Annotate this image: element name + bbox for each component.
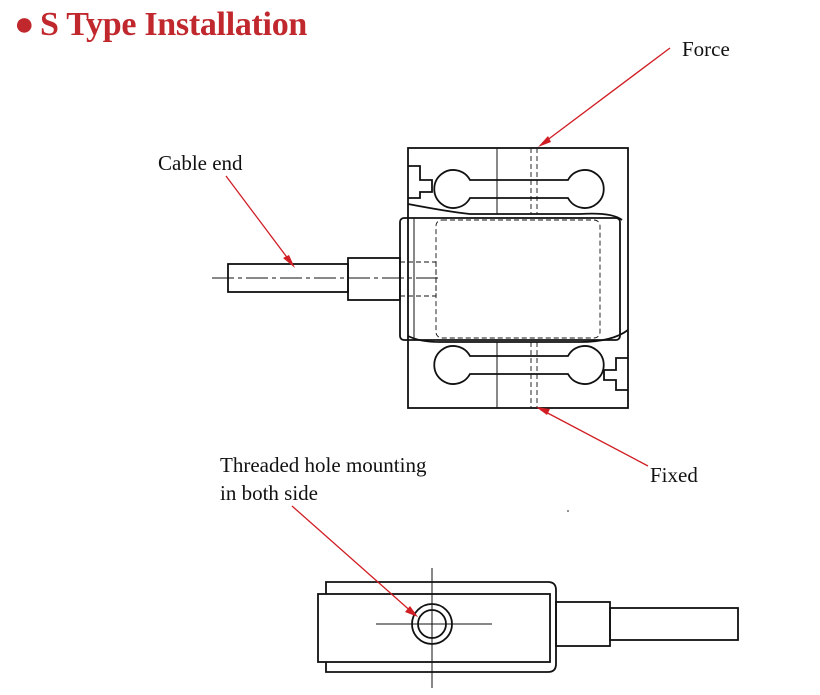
side-body [317, 593, 551, 663]
top-notch [408, 165, 433, 199]
label-threaded-hole-line2: in both side [220, 481, 318, 505]
side-cable-gland [555, 601, 611, 647]
load-cell-front-view [212, 147, 629, 409]
label-force: Force [682, 37, 730, 61]
load-cell-side-view [317, 568, 739, 688]
leader-force [538, 47, 671, 147]
title-text: S Type Installation [40, 6, 308, 43]
label-fixed: Fixed [650, 463, 698, 487]
title-bullet-icon: ● [14, 6, 35, 43]
leader-cable-end [225, 175, 295, 268]
hidden-cavity [435, 219, 601, 339]
bottom-notch [603, 357, 628, 391]
label-cable-end: Cable end [158, 151, 243, 175]
bottom-slot [433, 345, 605, 385]
top-thread-lines [496, 148, 538, 214]
upper-beam-curve [407, 203, 623, 221]
load-cell-body [407, 147, 629, 409]
side-cable [609, 607, 739, 641]
stray-dot [567, 510, 569, 512]
bottom-thread-lines [496, 342, 538, 408]
top-slot [433, 169, 605, 209]
cable-gland [347, 257, 401, 301]
leader-fixed [536, 407, 649, 467]
page-title: ●S Type Installation [14, 6, 307, 44]
middle-block [399, 217, 621, 341]
leader-threaded-hole [291, 505, 418, 617]
label-threaded-hole-line1: Threaded hole mounting [220, 453, 427, 477]
side-outer-frame [325, 581, 557, 673]
